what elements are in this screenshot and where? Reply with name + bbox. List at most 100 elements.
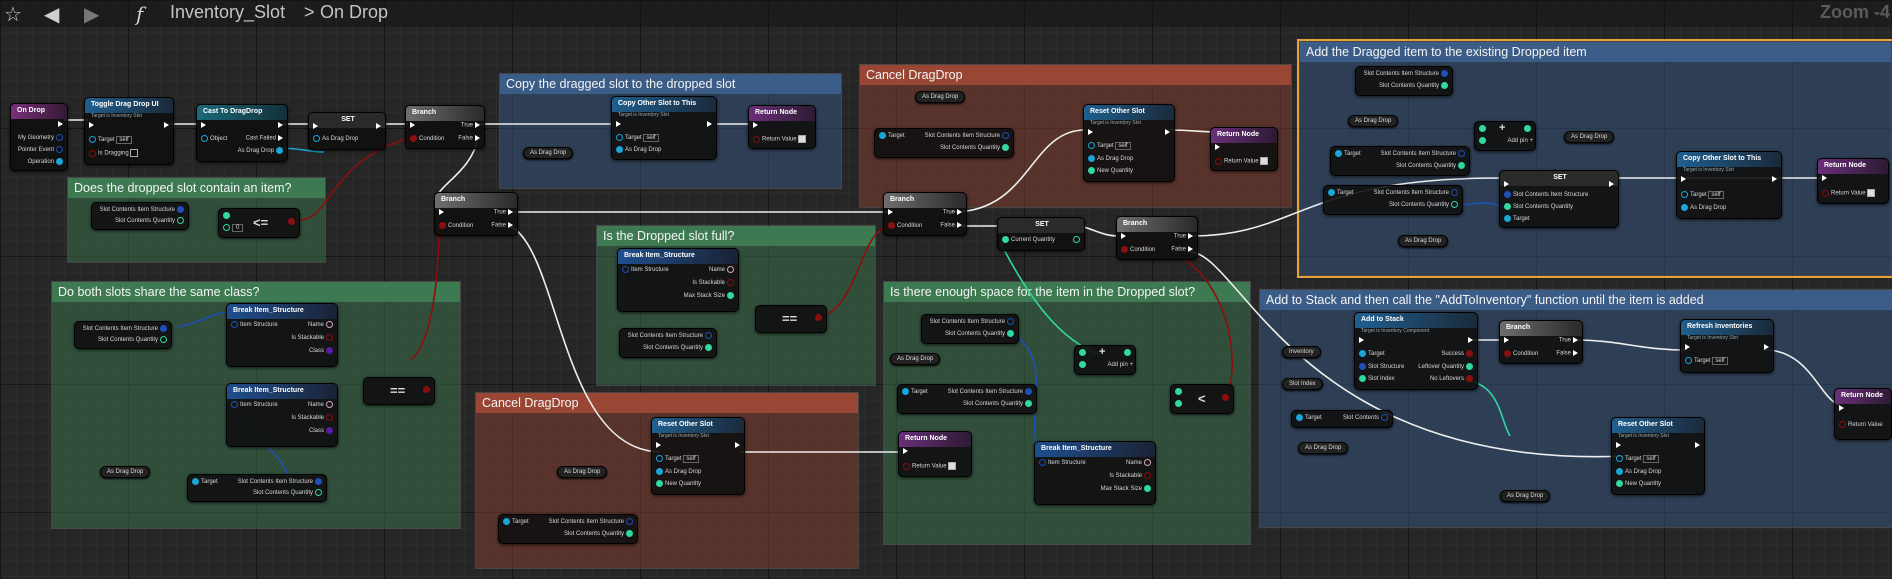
node-set-drag-drop[interactable]: SET As Drag Drop — [308, 112, 386, 150]
int-pin[interactable] — [1504, 203, 1511, 210]
int-pin[interactable] — [1124, 349, 1131, 356]
name-pin[interactable] — [1144, 459, 1151, 466]
int-pin[interactable] — [1524, 125, 1531, 132]
checkbox-checked[interactable] — [1867, 189, 1876, 197]
exec-pin[interactable] — [278, 135, 283, 141]
int-pin[interactable] — [1479, 125, 1486, 132]
exec-out-pin[interactable] — [1764, 344, 1769, 350]
exec-in-pin[interactable] — [1504, 181, 1509, 187]
exec-out-pin[interactable] — [957, 222, 962, 228]
object-pin[interactable] — [1681, 191, 1688, 198]
checkbox[interactable] — [130, 149, 139, 157]
checkbox-checked[interactable] — [948, 462, 957, 470]
struct-pin[interactable] — [705, 332, 712, 339]
node-less-than[interactable]: < — [1170, 384, 1234, 414]
var-as-drag-drop[interactable]: As Drag Drop — [915, 91, 966, 103]
struct-pin[interactable] — [1007, 318, 1014, 325]
exec-out-pin[interactable] — [1468, 337, 1473, 343]
object-pin[interactable] — [313, 135, 320, 142]
var-inventory[interactable]: Inventory — [1282, 346, 1321, 358]
var-as-drag-drop[interactable]: As Drag Drop — [100, 466, 151, 478]
node-copy-other-slot[interactable]: Copy Other Slot to This Target is Invent… — [611, 96, 717, 160]
exec-out-pin[interactable] — [1573, 337, 1578, 343]
node-return[interactable]: Return Node Return Value — [1210, 127, 1278, 171]
node-break-item-structure[interactable]: Break Item_Structure Item Structure Name… — [226, 303, 338, 367]
add-pin-icon[interactable]: + — [1129, 362, 1133, 368]
node-toggle-drag-drop-ui[interactable]: Toggle Drag Drop UI Target is Inventory … — [84, 97, 174, 165]
exec-in-pin[interactable] — [753, 122, 758, 128]
node-copy-other-slot[interactable]: Copy Other Slot to This Target is Invent… — [1676, 151, 1782, 219]
struct-pin[interactable] — [626, 518, 633, 525]
node-break-item-structure[interactable]: Break Item_Structure Item Structure Name… — [226, 383, 338, 447]
node-get-target-contents[interactable]: Target Slot Contents Item Structure Slot… — [1323, 185, 1463, 215]
int-pin[interactable] — [1441, 82, 1448, 89]
exec-out-pin[interactable] — [1695, 442, 1700, 448]
struct-pin[interactable] — [1381, 414, 1388, 421]
self-value[interactable]: self — [643, 134, 659, 143]
node-equal[interactable]: == — [755, 305, 827, 333]
object-pin[interactable] — [201, 135, 208, 142]
self-value[interactable]: self — [116, 136, 132, 145]
object-pin[interactable] — [1616, 468, 1623, 475]
object-pin[interactable] — [1088, 155, 1095, 162]
int-pin[interactable] — [1025, 400, 1032, 407]
bool-pin[interactable] — [326, 414, 333, 421]
exec-out-pin[interactable] — [475, 135, 480, 141]
bool-pin[interactable] — [89, 149, 96, 157]
comment-dropped-slot-full[interactable]: Is the Dropped slot full? — [596, 225, 876, 386]
class-pin[interactable] — [326, 347, 333, 354]
node-branch[interactable]: Branch True Condition False — [1499, 320, 1583, 364]
add-pin-button[interactable]: Add pin — [1507, 138, 1528, 144]
var-as-drag-drop[interactable]: As Drag Drop — [1500, 490, 1551, 502]
node-reset-other-slot[interactable]: Reset Other Slot Target is Inventory Slo… — [1611, 417, 1705, 495]
int-pin[interactable] — [1002, 144, 1009, 151]
bool-pin[interactable] — [1121, 246, 1128, 253]
node-branch[interactable]: Branch True Condition False — [434, 192, 518, 236]
exec-in-pin[interactable] — [1504, 337, 1509, 343]
int-pin[interactable] — [1451, 201, 1458, 208]
name-pin[interactable] — [326, 321, 333, 328]
bool-pin[interactable] — [1466, 375, 1473, 382]
object-pin[interactable] — [1504, 215, 1511, 222]
object-pin[interactable] — [1296, 414, 1303, 421]
exec-out-pin[interactable] — [735, 442, 740, 448]
bool-pin[interactable] — [753, 135, 760, 143]
int-pin[interactable] — [1175, 400, 1182, 407]
node-add-int[interactable]: + Add pin + — [1074, 345, 1136, 375]
node-add-to-stack[interactable]: Add to Stack Target is Inventory Compone… — [1354, 312, 1478, 390]
var-as-drag-drop[interactable]: As Drag Drop — [1348, 115, 1399, 127]
int-pin[interactable] — [1458, 162, 1465, 169]
checkbox-checked[interactable] — [798, 135, 807, 143]
bool-pin[interactable] — [1822, 189, 1829, 197]
int-pin[interactable] — [727, 292, 734, 299]
node-get-target-contents[interactable]: Target Slot Contents Item Structure Slot… — [498, 514, 638, 544]
struct-pin[interactable] — [1504, 191, 1511, 198]
object-pin[interactable] — [56, 158, 63, 165]
int-pin[interactable] — [1616, 480, 1623, 487]
object-pin[interactable] — [1616, 455, 1623, 462]
int-pin[interactable] — [1002, 236, 1009, 243]
exec-in-pin[interactable] — [616, 121, 621, 127]
star-icon[interactable]: ☆ — [4, 4, 22, 26]
exec-out-pin[interactable] — [508, 209, 513, 215]
int-pin[interactable] — [1079, 361, 1086, 368]
node-get-slot-contents[interactable]: Target Slot Contents — [1291, 410, 1393, 428]
int-pin[interactable] — [223, 224, 230, 231]
struct-pin[interactable] — [56, 146, 63, 153]
node-return[interactable]: Return Node Return Value — [748, 105, 816, 149]
exec-out-pin[interactable] — [278, 122, 283, 128]
node-return[interactable]: Return Node Return Value — [1834, 388, 1892, 440]
node-branch[interactable]: Branch True Condition False — [883, 192, 967, 236]
object-pin[interactable] — [616, 134, 623, 141]
object-pin[interactable] — [1685, 357, 1692, 364]
exec-in-pin[interactable] — [1685, 344, 1690, 350]
node-get-slot-contents[interactable]: Slot Contents Item Structure Slot Conten… — [619, 328, 717, 358]
bool-pin[interactable] — [1144, 472, 1151, 479]
exec-out-pin[interactable] — [1165, 129, 1170, 135]
node-set-slot-contents[interactable]: SET Slot Contents Item Structure Slot Co… — [1499, 170, 1619, 228]
class-pin[interactable] — [326, 427, 333, 434]
node-return[interactable]: Return Node Return Value — [898, 431, 972, 477]
node-reset-other-slot[interactable]: Reset Other Slot Target is Inventory Slo… — [651, 417, 745, 495]
exec-in-pin[interactable] — [656, 442, 661, 448]
bool-pin[interactable] — [288, 218, 295, 225]
